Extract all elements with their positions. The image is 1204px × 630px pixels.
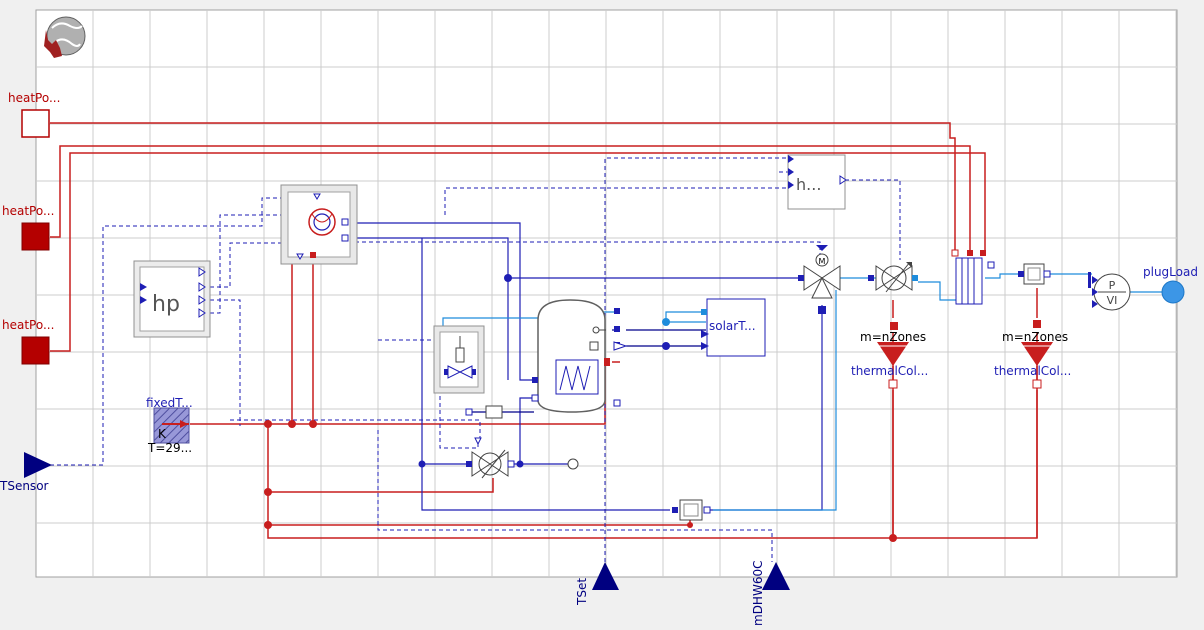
pv-sensor[interactable]: [1088, 272, 1131, 311]
temperature-sensor-bottom[interactable]: [672, 499, 711, 521]
fixed-temp-label: fixedT...: [146, 396, 193, 410]
m-param-2: m=nZones: [1002, 330, 1068, 344]
heat-port-1-outline[interactable]: [21, 109, 50, 138]
heat-port-2-filled[interactable]: [21, 222, 50, 251]
heat-port-2-label: heatPo...: [2, 204, 54, 218]
junction-dots: [264, 420, 897, 542]
plug-load-connector[interactable]: [1161, 280, 1185, 304]
three-way-valve[interactable]: M: [798, 245, 841, 314]
heat-port-1-label: heatPo...: [8, 91, 60, 105]
storage-tank[interactable]: [531, 299, 621, 413]
signal-wires-dashed: [50, 157, 901, 562]
plug-load-label: plugLoad: [1143, 265, 1198, 279]
thermal-collector-2[interactable]: [1021, 320, 1053, 389]
temperature-sensor-right[interactable]: [1018, 263, 1051, 285]
m-dhw-label: mDHW60C: [751, 561, 765, 626]
thermal-col-2-label: thermalCol...: [994, 364, 1071, 378]
expansion-vessel[interactable]: [465, 405, 503, 419]
world-globe-icon[interactable]: [44, 16, 86, 58]
radiator-exchanger[interactable]: [951, 249, 995, 305]
heat-pump-block[interactable]: [133, 260, 211, 338]
svg-text:M: M: [819, 257, 826, 266]
t-set-input-icon[interactable]: [592, 562, 619, 590]
hp-label: hp: [152, 292, 180, 317]
h-signal-block[interactable]: [787, 154, 847, 210]
fixed-temp-value: T=29...: [147, 441, 192, 455]
solar-block-label: solarT...: [709, 319, 756, 333]
t-sensor-output-icon[interactable]: [24, 452, 52, 478]
pump-valve-component[interactable]: [433, 325, 485, 394]
pv-vi-label: VI: [1107, 294, 1118, 307]
pv-p-label: P: [1109, 279, 1116, 292]
heat-pump-unit-block[interactable]: [280, 184, 358, 265]
zone-pump-right[interactable]: [868, 261, 918, 330]
fixed-temperature-block[interactable]: [153, 407, 190, 444]
thermal-collector-1[interactable]: [877, 342, 909, 389]
m-dhw-input-icon[interactable]: [762, 562, 790, 590]
t-sensor-label: TSensor: [0, 479, 49, 493]
solar-inputs: [504, 274, 670, 351]
h-block-label: h...: [796, 175, 821, 194]
t-set-label: TSet: [575, 578, 589, 606]
boiler-pump[interactable]: [418, 437, 579, 479]
heat-port-3-filled[interactable]: [21, 336, 50, 365]
thermal-col-1-label: thermalCol...: [851, 364, 928, 378]
fixed-temp-unit: K: [158, 427, 167, 441]
solar-thermal-block[interactable]: [701, 298, 766, 357]
heat-port-3-label: heatPo...: [2, 318, 54, 332]
thermal-wires: [50, 122, 1038, 539]
m-param-1: m=nZones: [860, 330, 926, 344]
